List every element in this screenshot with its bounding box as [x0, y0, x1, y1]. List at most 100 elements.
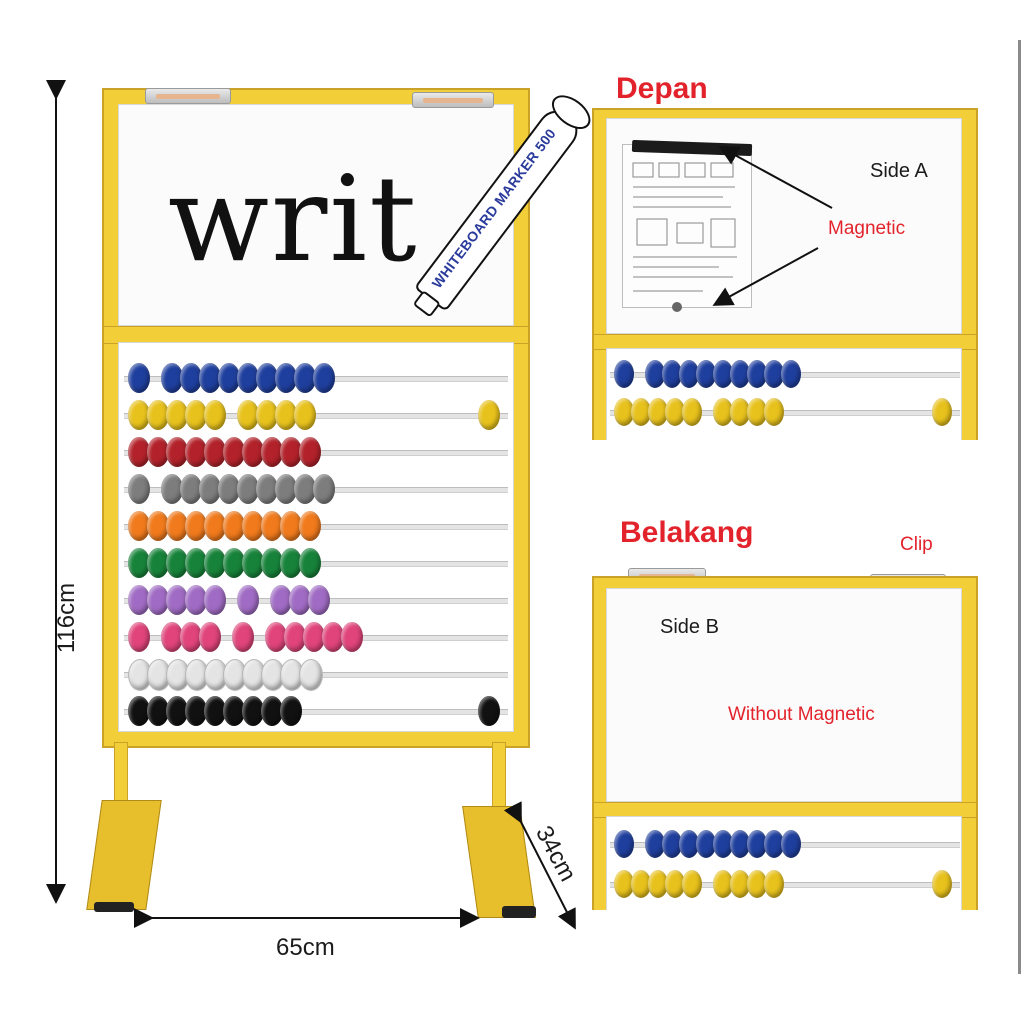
abacus-bead[interactable] — [631, 870, 651, 898]
abacus-bead[interactable] — [128, 585, 150, 615]
abacus-bead[interactable] — [166, 696, 188, 726]
abacus-bead[interactable] — [747, 360, 767, 388]
abacus-bead[interactable] — [679, 830, 699, 858]
abacus-bead[interactable] — [185, 511, 207, 541]
abacus-bead[interactable] — [747, 870, 767, 898]
abacus-bead[interactable] — [313, 363, 335, 393]
abacus-bead[interactable] — [478, 696, 500, 726]
abacus-bead[interactable] — [280, 511, 302, 541]
abacus-bead[interactable] — [764, 870, 784, 898]
abacus-bead[interactable] — [185, 400, 207, 430]
abacus-bead[interactable] — [166, 437, 188, 467]
abacus-bead[interactable] — [223, 511, 245, 541]
abacus-bead[interactable] — [265, 622, 287, 652]
abacus-bead[interactable] — [696, 830, 716, 858]
abacus-bead[interactable] — [294, 363, 316, 393]
abacus-bead[interactable] — [166, 511, 188, 541]
abacus-bead[interactable] — [614, 830, 634, 858]
abacus-bead[interactable] — [147, 548, 169, 578]
abacus-bead[interactable] — [665, 870, 685, 898]
abacus-bead[interactable] — [218, 363, 240, 393]
abacus-bead[interactable] — [713, 360, 733, 388]
abacus-bead[interactable] — [270, 585, 292, 615]
abacus-bead[interactable] — [713, 870, 733, 898]
abacus-bead[interactable] — [128, 474, 150, 504]
abacus-bead[interactable] — [237, 400, 259, 430]
abacus-bead[interactable] — [713, 398, 733, 426]
abacus-bead[interactable] — [299, 548, 321, 578]
abacus-bead[interactable] — [280, 548, 302, 578]
abacus-bead[interactable] — [223, 437, 245, 467]
abacus-bead[interactable] — [147, 437, 169, 467]
abacus-bead[interactable] — [303, 622, 325, 652]
abacus-bead[interactable] — [185, 548, 207, 578]
abacus-bead[interactable] — [161, 622, 183, 652]
abacus-bead[interactable] — [308, 585, 330, 615]
abacus-bead[interactable] — [648, 398, 668, 426]
abacus-bead[interactable] — [341, 622, 363, 652]
abacus-bead[interactable] — [713, 830, 733, 858]
abacus-bead[interactable] — [662, 830, 682, 858]
abacus-bead[interactable] — [679, 360, 699, 388]
abacus-bead[interactable] — [256, 400, 278, 430]
abacus-bead[interactable] — [256, 363, 278, 393]
abacus-bead[interactable] — [781, 360, 801, 388]
abacus-bead[interactable] — [478, 400, 500, 430]
abacus-bead[interactable] — [781, 830, 801, 858]
abacus-bead[interactable] — [242, 548, 264, 578]
abacus-bead[interactable] — [256, 474, 278, 504]
abacus-bead[interactable] — [242, 437, 264, 467]
abacus-bead[interactable] — [322, 622, 344, 652]
abacus-bead[interactable] — [280, 437, 302, 467]
abacus-bead[interactable] — [147, 585, 169, 615]
abacus-bead[interactable] — [128, 400, 150, 430]
abacus-bead[interactable] — [764, 360, 784, 388]
abacus-bead[interactable] — [665, 398, 685, 426]
abacus-bead[interactable] — [284, 622, 306, 652]
abacus-bead[interactable] — [161, 474, 183, 504]
abacus-bead[interactable] — [242, 511, 264, 541]
abacus-bead[interactable] — [218, 474, 240, 504]
abacus-bead[interactable] — [204, 696, 226, 726]
abacus-bead[interactable] — [261, 437, 283, 467]
abacus-bead[interactable] — [199, 622, 221, 652]
abacus-bead[interactable] — [147, 400, 169, 430]
abacus-bead[interactable] — [261, 548, 283, 578]
abacus-bead[interactable] — [147, 511, 169, 541]
abacus-bead[interactable] — [185, 437, 207, 467]
abacus-bead[interactable] — [294, 474, 316, 504]
abacus-bead[interactable] — [128, 696, 150, 726]
abacus-bead[interactable] — [185, 585, 207, 615]
abacus-bead[interactable] — [299, 659, 323, 691]
abacus-bead[interactable] — [185, 696, 207, 726]
abacus-bead[interactable] — [237, 474, 259, 504]
abacus-bead[interactable] — [645, 360, 665, 388]
abacus-bead[interactable] — [275, 400, 297, 430]
abacus-bead[interactable] — [294, 400, 316, 430]
abacus-bead[interactable] — [223, 548, 245, 578]
abacus-bead[interactable] — [180, 363, 202, 393]
abacus-bead[interactable] — [747, 398, 767, 426]
abacus-bead[interactable] — [932, 870, 952, 898]
abacus-bead[interactable] — [204, 548, 226, 578]
abacus-bead[interactable] — [614, 360, 634, 388]
abacus-bead[interactable] — [180, 474, 202, 504]
abacus-bead[interactable] — [147, 696, 169, 726]
abacus-bead[interactable] — [204, 400, 226, 430]
abacus-bead[interactable] — [128, 363, 150, 393]
abacus-bead[interactable] — [275, 363, 297, 393]
abacus-bead[interactable] — [648, 870, 668, 898]
abacus-bead[interactable] — [614, 398, 634, 426]
abacus-bead[interactable] — [614, 870, 634, 898]
abacus-bead[interactable] — [730, 360, 750, 388]
abacus-bead[interactable] — [682, 870, 702, 898]
abacus-bead[interactable] — [232, 622, 254, 652]
abacus-bead[interactable] — [199, 363, 221, 393]
abacus-bead[interactable] — [631, 398, 651, 426]
abacus-bead[interactable] — [299, 437, 321, 467]
abacus-bead[interactable] — [261, 511, 283, 541]
abacus-bead[interactable] — [237, 585, 259, 615]
abacus-bead[interactable] — [662, 360, 682, 388]
abacus-bead[interactable] — [128, 511, 150, 541]
abacus-bead[interactable] — [289, 585, 311, 615]
